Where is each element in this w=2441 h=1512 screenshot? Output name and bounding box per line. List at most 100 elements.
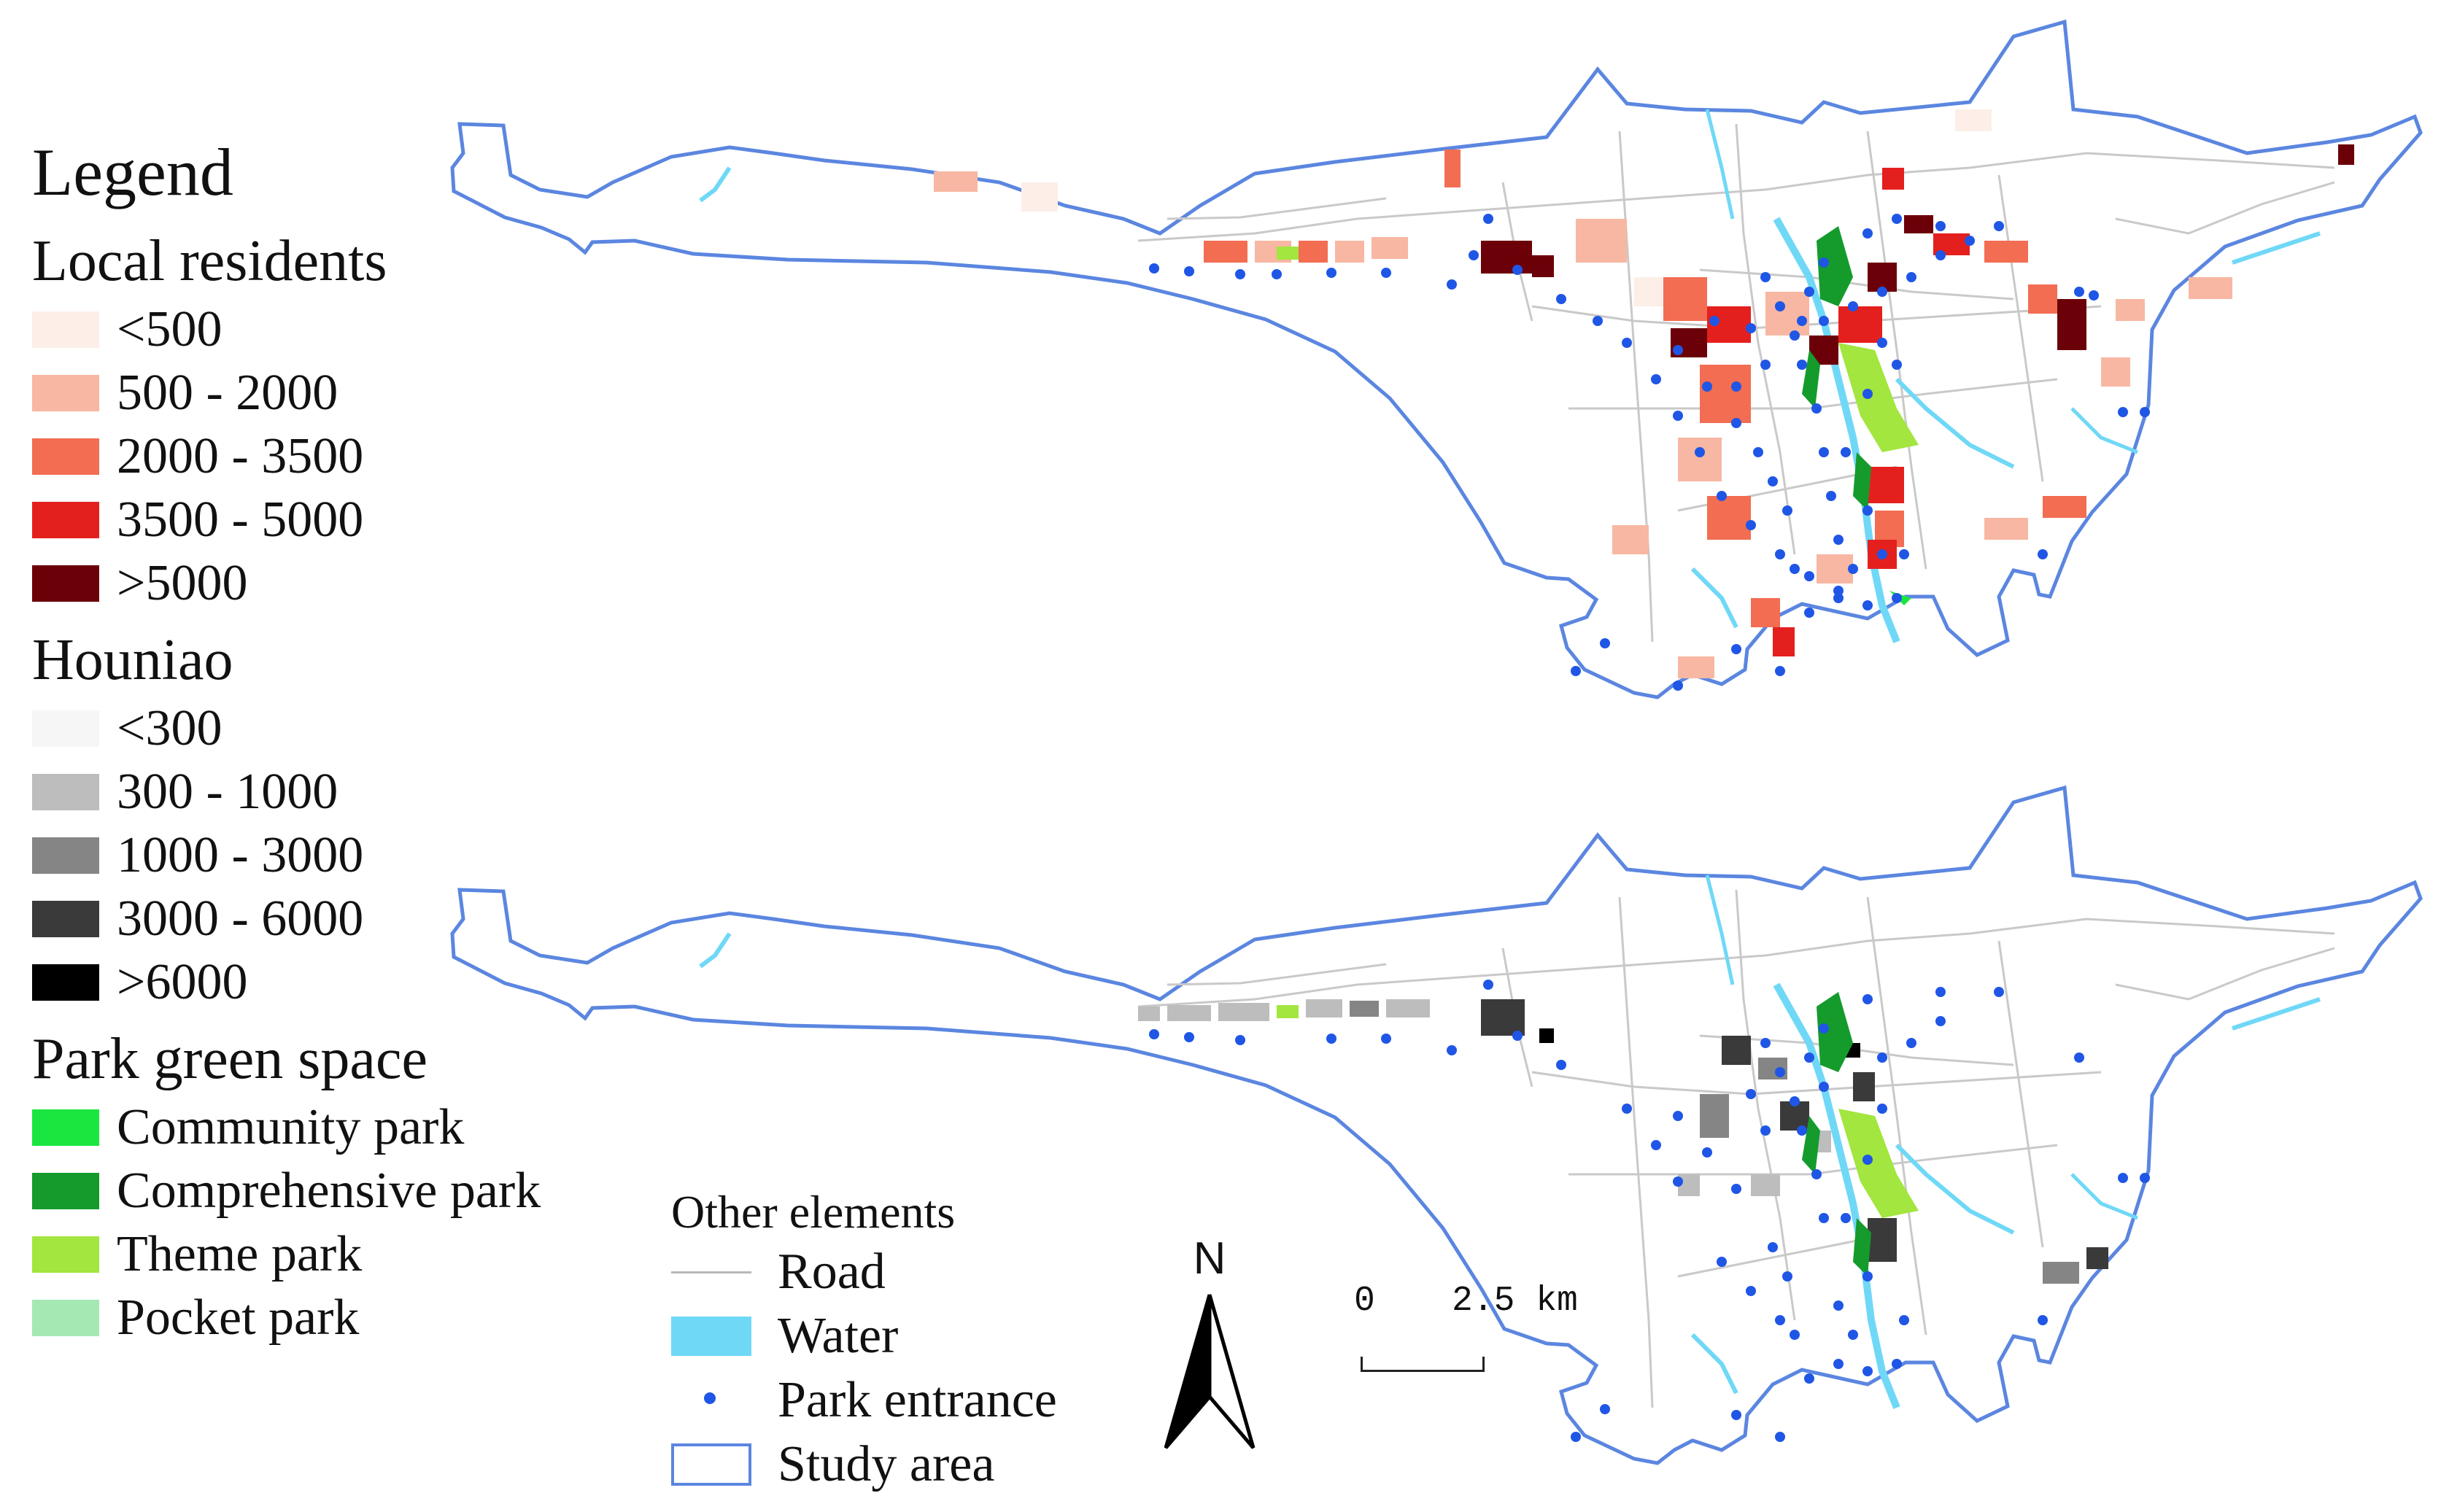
legend-item-label: <300	[117, 699, 223, 756]
park-entrance-dot	[1797, 1125, 1807, 1136]
legend-item: >5000	[32, 551, 616, 615]
park-entrance-dot	[1935, 250, 1946, 260]
legend-item: Community park	[32, 1096, 616, 1159]
park-entrance-dot	[1790, 1330, 1800, 1340]
park-entrance-dot	[1702, 381, 1712, 392]
park-entrance-dot	[1935, 1016, 1946, 1026]
park-green-spaces	[1277, 226, 1919, 605]
park-entrance-dot	[1717, 491, 1727, 501]
park-entrance-dot	[1709, 316, 1719, 326]
legend-swatch	[32, 501, 99, 538]
park-entrance-dot	[1892, 214, 1902, 224]
road-line-icon	[671, 1250, 751, 1294]
park-entrance-dot	[1760, 1125, 1771, 1136]
park-entrance-dot	[1862, 1271, 1873, 1282]
north-arrow: N	[1158, 1236, 1261, 1455]
legend-item-label: Comprehensive park	[117, 1162, 541, 1219]
park-entrance-dot	[1790, 330, 1800, 341]
park-entrances-bottom	[1149, 980, 2150, 1442]
houniao-density-zones	[1138, 999, 2108, 1284]
park-entrance-dot	[1790, 1096, 1800, 1106]
park-entrance-dot	[1600, 638, 1610, 648]
park-entrance-dot	[1819, 1082, 1829, 1092]
legend-item: Comprehensive park	[32, 1159, 616, 1222]
park-entrance-dot	[1833, 1359, 1844, 1369]
park-entrance-dot	[1571, 1432, 1581, 1442]
park-entrance-dot	[1731, 644, 1741, 654]
legend-item: 500 - 2000	[32, 361, 616, 424]
park-entrance-dot	[1906, 1038, 1916, 1048]
park-entrance-dot	[1447, 279, 1457, 290]
park-entrance-dot	[1746, 1089, 1756, 1099]
entrance-dot-icon	[671, 1379, 751, 1422]
legend-item-label: <500	[117, 301, 223, 357]
park-entrance-dot	[1811, 403, 1822, 414]
legend-swatch	[32, 1172, 99, 1209]
legend-item: Theme park	[32, 1222, 616, 1286]
legend-swatch	[32, 311, 99, 348]
park-entrance-dot	[1272, 269, 1282, 279]
legend-group-park-green-space: Park green space Community park Comprehe…	[32, 1030, 616, 1349]
park-entrance-dot	[1994, 987, 2004, 997]
other-elements-legend: Other elements Road Water Park entrance …	[671, 1189, 1196, 1497]
park-entrance-dot	[2038, 549, 2048, 559]
park-entrance-dot	[1935, 221, 1946, 231]
park-entrance-dot	[2089, 290, 2099, 301]
park-entrance-dot	[1892, 1359, 1902, 1369]
park-entrance-dot	[1804, 1052, 1814, 1063]
legend-item: Pocket park	[32, 1286, 616, 1349]
park-entrance-dot	[1797, 316, 1807, 326]
legend-item: >6000	[32, 950, 616, 1014]
park-entrance-dot	[1381, 268, 1391, 278]
park-entrance-dot	[1731, 1184, 1741, 1194]
park-entrance-dot	[1841, 447, 1851, 457]
legend-swatch	[32, 1299, 99, 1336]
north-arrow-icon	[1164, 1294, 1256, 1449]
park-entrance-dot	[1804, 287, 1814, 297]
park-entrance-dot	[1965, 236, 1975, 246]
legend-item: <300	[32, 697, 616, 760]
legend-item-label: Water	[778, 1308, 899, 1364]
park-entrance-dot	[1381, 1034, 1391, 1044]
legend-swatch	[32, 837, 99, 874]
park-entrance-dot	[2118, 407, 2128, 417]
park-entrance-dot	[1862, 505, 1873, 516]
park-entrance-dot	[1512, 1031, 1523, 1041]
park-entrance-dot	[1899, 549, 1909, 559]
park-entrance-dot	[1819, 1023, 1829, 1034]
boundary-outline-icon	[671, 1443, 751, 1486]
legend-item-study-area: Study area	[671, 1432, 1196, 1497]
park-entrance-dot	[1775, 1432, 1785, 1442]
park-entrance-dot	[1622, 338, 1632, 348]
legend-swatch	[32, 374, 99, 411]
park-entrance-dot	[1833, 586, 1844, 596]
park-entrance-dot	[1673, 1176, 1683, 1187]
park-entrance-dot	[1651, 374, 1661, 384]
legend-swatch	[32, 1236, 99, 1273]
park-entrance-dot	[2118, 1173, 2128, 1183]
park-entrance-dot	[1862, 228, 1873, 239]
legend-item-label: 1000 - 3000	[117, 826, 364, 883]
park-entrance-dot	[1775, 549, 1785, 559]
park-entrance-dot	[1833, 593, 1844, 603]
legend-item-label: Theme park	[117, 1225, 363, 1282]
park-entrance-dot	[1819, 257, 1829, 268]
legend-swatch	[32, 1109, 99, 1146]
park-entrance-dot	[1775, 666, 1785, 676]
park-entrance-dot	[1848, 564, 1858, 574]
park-entrance-dot	[1819, 1213, 1829, 1223]
park-entrance-dot	[1804, 571, 1814, 581]
legend-group-houniao: Houniao <300 300 - 1000 1000 - 3000 3000…	[32, 631, 616, 1014]
legend-item-label: Road	[778, 1244, 886, 1300]
park-entrance-dot	[1651, 1140, 1661, 1150]
park-entrance-dot	[1746, 323, 1756, 333]
legend-item-road: Road	[671, 1240, 1196, 1304]
park-entrance-dot	[1184, 266, 1194, 276]
legend-item: 1000 - 3000	[32, 823, 616, 887]
park-entrances-top	[1149, 214, 2150, 691]
legend-item-label: Community park	[117, 1098, 465, 1155]
park-entrance-dot	[1906, 272, 1916, 282]
legend-group-title: Local residents	[32, 229, 387, 293]
park-entrance-dot	[1775, 1067, 1785, 1077]
park-entrance-dot	[1892, 360, 1902, 370]
